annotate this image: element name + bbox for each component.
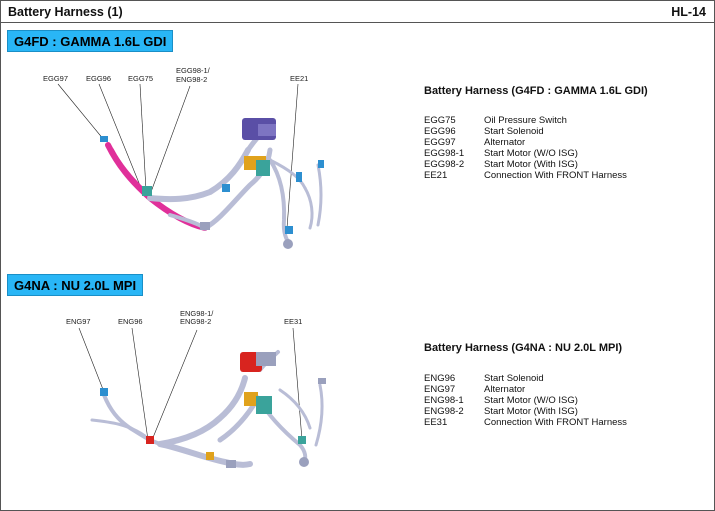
legend-code: EE21 bbox=[424, 170, 448, 181]
legend-code: EGG75 bbox=[424, 115, 456, 126]
legend-desc: Alternator bbox=[484, 137, 526, 148]
section-tag-g4fd: G4FD : GAMMA 1.6L GDI bbox=[7, 30, 174, 52]
legend-code: ENG97 bbox=[424, 384, 456, 395]
callout-label: EGG96 bbox=[86, 74, 112, 83]
page-header: Battery Harness (1) HL-14 bbox=[1, 1, 714, 23]
leader-lines-g4fd bbox=[57, 83, 299, 229]
callout-label: ENG97 bbox=[66, 317, 91, 326]
legend-desc: Start Motor (With ISG) bbox=[484, 406, 578, 417]
legend-title-g4na: Battery Harness (G4NA : NU 2.0L MPI) bbox=[424, 342, 623, 354]
legend-desc: Alternator bbox=[484, 384, 526, 395]
components-g4fd bbox=[100, 118, 324, 249]
callout-label: ENG98-1/ bbox=[180, 309, 214, 318]
callout-label: EE21 bbox=[290, 74, 309, 83]
legend-desc: Start Motor (W/O ISG) bbox=[484, 148, 578, 159]
legend-code: ENG98-2 bbox=[424, 406, 464, 417]
legend-code: EGG96 bbox=[424, 126, 456, 137]
callout-label: EGG98-1/ bbox=[176, 66, 210, 75]
callout-label: EGG75 bbox=[128, 74, 154, 83]
callout-label: ENG98-2 bbox=[180, 317, 212, 326]
legend-code: EGG98-1 bbox=[424, 148, 465, 159]
legend-desc: Start Motor (With ISG) bbox=[484, 159, 578, 170]
legend-desc: Start Solenoid bbox=[484, 126, 544, 137]
page-title: Battery Harness (1) bbox=[8, 5, 123, 19]
leader-lines-g4na bbox=[78, 327, 303, 441]
legend-code: ENG98-1 bbox=[424, 395, 464, 406]
components-g4na bbox=[100, 352, 326, 468]
legend-desc: Oil Pressure Switch bbox=[484, 115, 567, 126]
legend-desc: Start Solenoid bbox=[484, 373, 544, 384]
legend-desc: Start Motor (W/O ISG) bbox=[484, 395, 578, 406]
legend-desc: Connection With FRONT Harness bbox=[484, 170, 627, 181]
legend-code: EGG98-2 bbox=[424, 159, 465, 170]
page-code: HL-14 bbox=[671, 5, 706, 19]
legend-code: ENG96 bbox=[424, 373, 456, 384]
legend-code: EE31 bbox=[424, 417, 448, 428]
callout-label: EE31 bbox=[284, 317, 303, 326]
legend-code: EGG97 bbox=[424, 137, 456, 148]
harness-g4na bbox=[90, 350, 324, 468]
legend-title-g4fd: Battery Harness (G4FD : GAMMA 1.6L GDI) bbox=[424, 85, 648, 97]
callout-label: ENG96 bbox=[118, 317, 143, 326]
section-tag-g4na: G4NA : NU 2.0L MPI bbox=[7, 274, 144, 296]
legend-desc: Connection With FRONT Harness bbox=[484, 417, 627, 428]
callout-label: EGG97 bbox=[43, 74, 69, 83]
callout-label: ENG98-2 bbox=[176, 75, 208, 84]
